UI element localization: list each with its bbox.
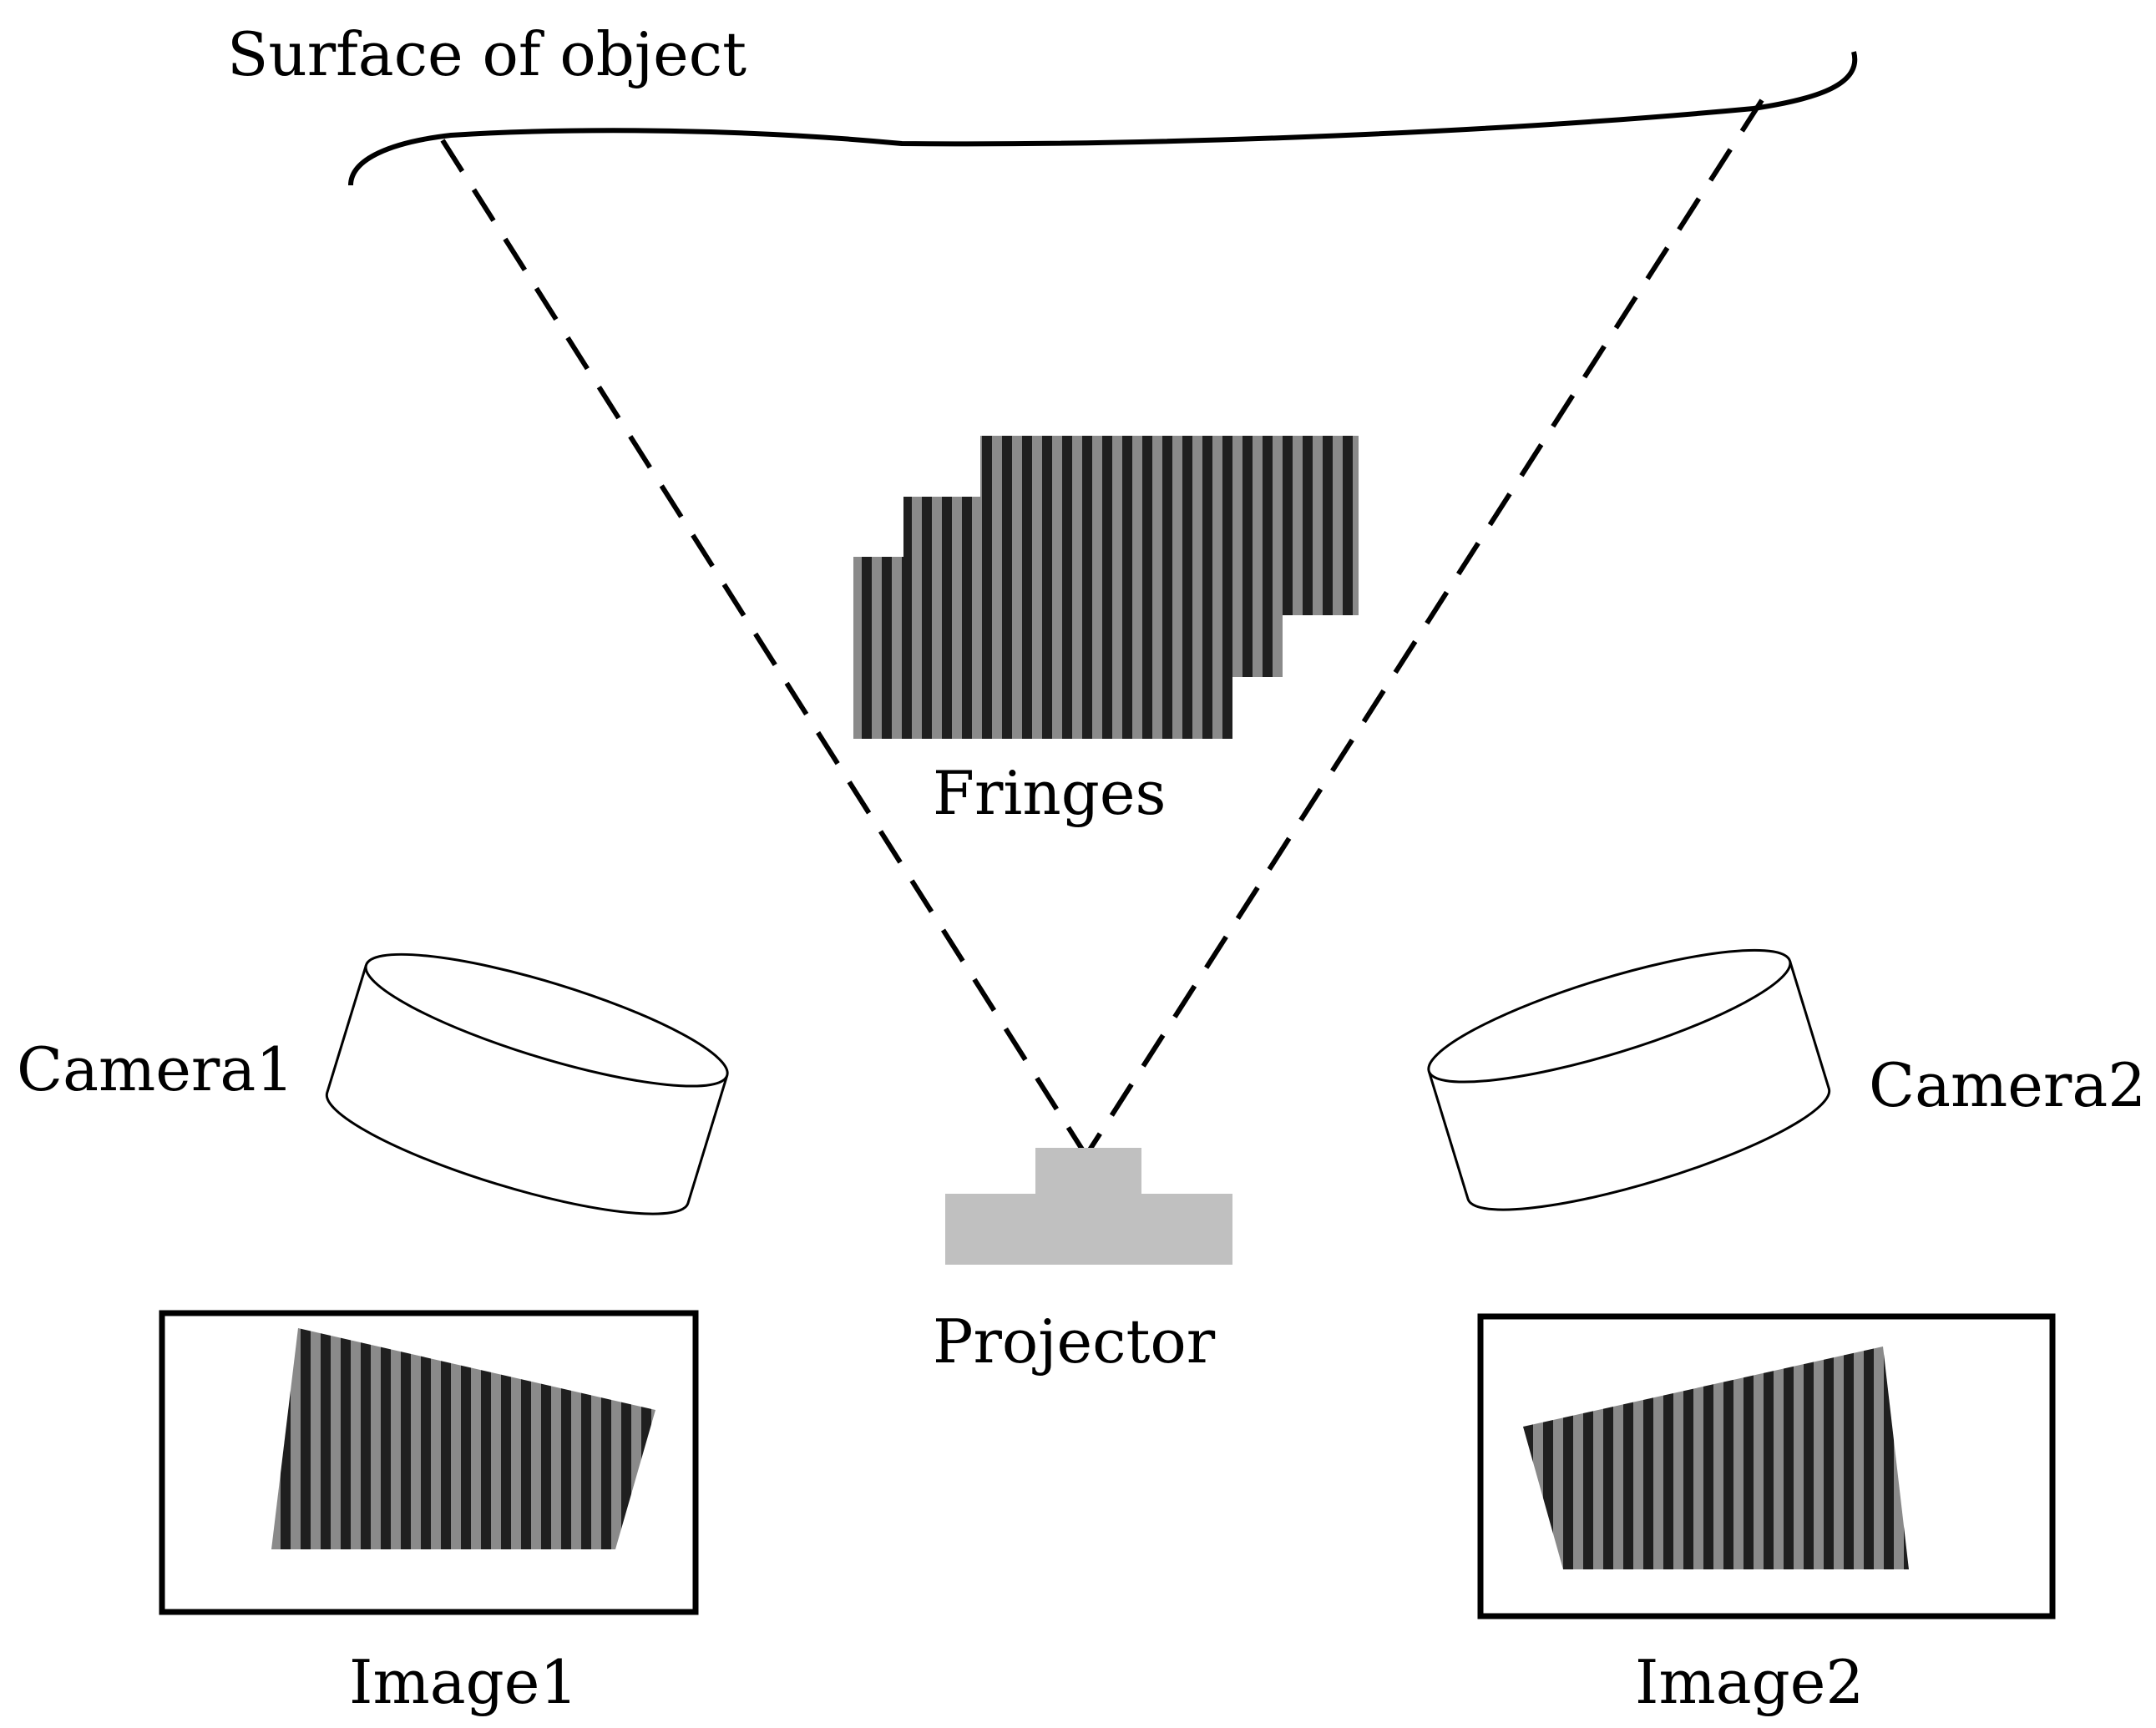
image2-fringes: [1523, 1347, 1909, 1569]
projection-ray-right: [1085, 99, 1764, 1155]
camera2-label: Camera2: [1869, 1050, 2146, 1120]
projector-body: [945, 1148, 1232, 1265]
fringes-label: Fringes: [933, 758, 1166, 828]
projection-ray-left: [440, 139, 1086, 1154]
projector-label: Projector: [933, 1306, 1216, 1377]
image1-label: Image1: [349, 1647, 578, 1717]
image2-label: Image2: [1635, 1647, 1864, 1717]
surface-label: Surface of object: [227, 19, 747, 89]
fringes-pattern: [853, 436, 1359, 739]
camera2-body: [1427, 948, 1831, 1211]
camera1-body: [325, 952, 729, 1215]
camera1-label: Camera1: [17, 1034, 294, 1104]
image1-fringes: [271, 1328, 655, 1549]
